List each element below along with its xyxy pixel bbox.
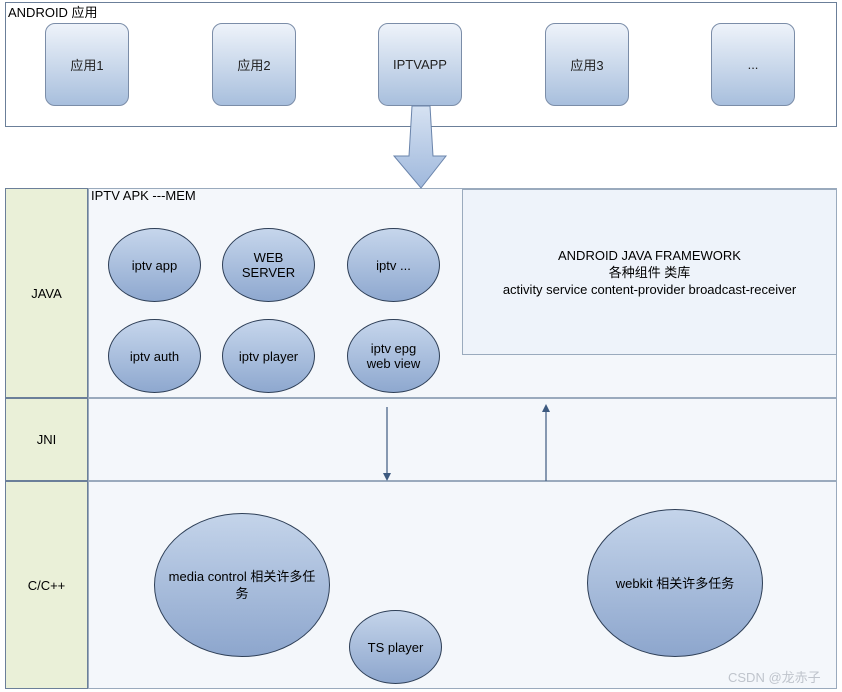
iptv-epg-label-2: web view xyxy=(366,356,421,371)
ts-player-ellipse: TS player xyxy=(349,610,442,684)
app-tile-more: ... xyxy=(711,23,795,106)
app-tile-3: 应用3 xyxy=(545,23,629,106)
iptv-more-label: iptv ... xyxy=(376,257,411,273)
media-control-label-2: 务 xyxy=(235,586,249,601)
app-tile-iptvapp: IPTVAPP xyxy=(378,23,462,106)
framework-subtitle: 各种组件 类库 xyxy=(608,264,691,280)
web-server-label-2: SERVER xyxy=(241,265,296,280)
jni-layer-label: JNI xyxy=(5,398,88,481)
csdn-watermark: CSDN @龙赤子 xyxy=(728,670,821,685)
android-java-framework-box: ANDROID JAVA FRAMEWORK 各种组件 类库 activity … xyxy=(462,189,837,355)
iptv-app-label: iptv app xyxy=(131,257,178,273)
web-server-label-1: WEB xyxy=(253,250,284,265)
java-to-native-arrowhead xyxy=(383,473,391,481)
framework-components: activity service content-provider broadc… xyxy=(502,281,797,297)
media-control-ellipse: media control 相关许多任 务 xyxy=(154,513,330,657)
iptv-epg-ellipse: iptv epg web view xyxy=(347,319,440,393)
web-server-ellipse: WEB SERVER xyxy=(222,228,315,302)
java-layer-label: JAVA xyxy=(5,188,88,398)
webkit-ellipse: webkit 相关许多任务 xyxy=(587,509,763,657)
app-tile-2: 应用2 xyxy=(212,23,296,106)
ts-player-label: TS player xyxy=(367,639,424,655)
media-control-label-1: media control 相关许多任 xyxy=(168,569,316,584)
native-layer-label: C/C++ xyxy=(5,481,88,689)
webkit-label: webkit 相关许多任务 xyxy=(615,575,735,591)
native-to-java-arrowhead xyxy=(542,404,550,412)
jni-row-band xyxy=(88,398,837,481)
iptv-player-label: iptv player xyxy=(238,348,299,364)
iptv-more-ellipse: iptv ... xyxy=(347,228,440,302)
iptv-player-ellipse: iptv player xyxy=(222,319,315,393)
iptv-epg-label-1: iptv epg xyxy=(370,341,417,356)
iptv-app-ellipse: iptv app xyxy=(108,228,201,302)
iptv-auth-ellipse: iptv auth xyxy=(108,319,201,393)
framework-title: ANDROID JAVA FRAMEWORK xyxy=(558,247,741,263)
iptv-auth-label: iptv auth xyxy=(129,348,180,364)
android-layer-title: ANDROID 应用 xyxy=(8,5,98,20)
app-tile-1: 应用1 xyxy=(45,23,129,106)
down-flow-arrow xyxy=(392,105,448,189)
iptv-apk-title: IPTV APK ---MEM xyxy=(91,188,196,203)
